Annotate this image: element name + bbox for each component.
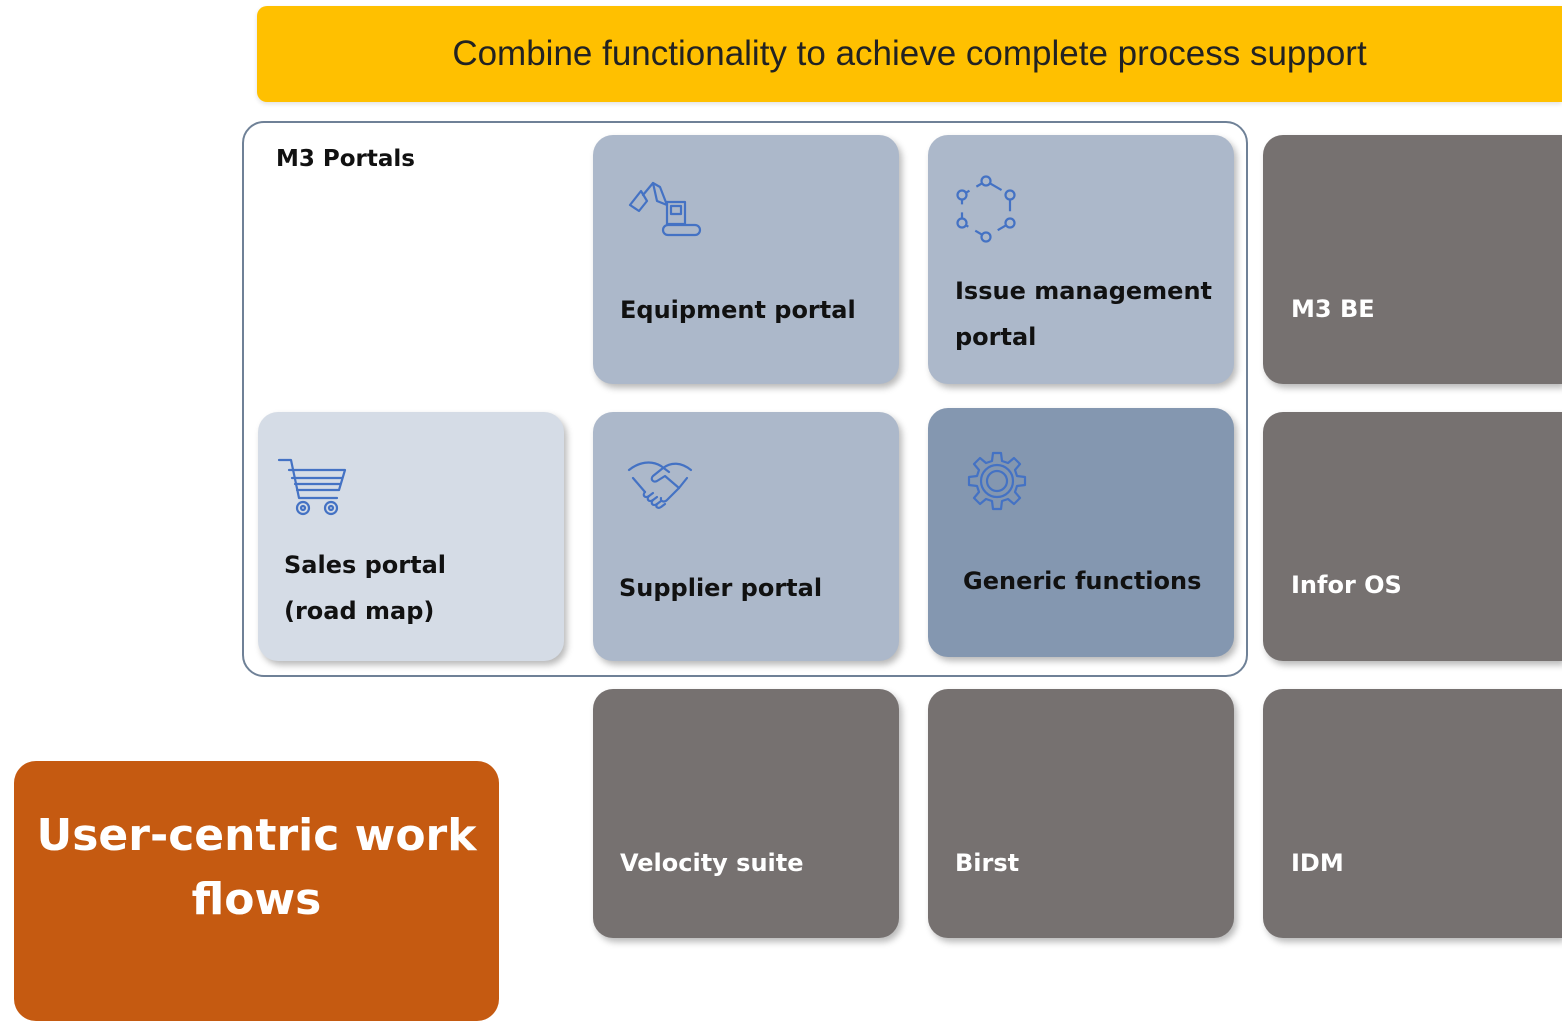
idm-label: IDM [1291,849,1344,877]
sales-portal-tile[interactable]: Sales portal (road map) [258,412,564,661]
m3-portals-group [242,121,1248,677]
user-centric-workflows-text: User-centric work flows [36,810,477,925]
supplier-portal-label: Supplier portal [619,574,823,602]
velocity-suite-label: Velocity suite [620,849,804,877]
excavator-icon [627,179,703,239]
gear-icon [964,450,1030,516]
m3-be-tile[interactable]: M3 BE [1263,135,1562,384]
birst-label: Birst [955,849,1020,877]
m3-portals-title: M3 Portals [276,146,415,172]
issue-management-portal-tile[interactable]: Issue management portal [928,135,1234,384]
handshake-icon [627,456,693,512]
sales-portal-label: Sales portal (road map) [284,551,447,625]
equipment-portal-label: Equipment portal [620,296,856,324]
velocity-suite-tile[interactable]: Velocity suite [593,689,899,938]
banner-text: Combine functionality to achieve complet… [452,34,1367,73]
process-support-banner: Combine functionality to achieve complet… [257,6,1562,102]
infor-os-label: Infor OS [1291,571,1402,599]
supplier-portal-tile[interactable]: Supplier portal [593,412,899,661]
generic-functions-tile[interactable]: Generic functions [928,408,1234,657]
idm-tile[interactable]: IDM [1263,689,1562,938]
m3-be-label: M3 BE [1291,295,1375,323]
birst-tile[interactable]: Birst [928,689,1234,938]
generic-functions-label: Generic functions [963,567,1202,595]
issue-management-portal-label: Issue management portal [955,277,1213,351]
hexagon-network-icon [954,175,1018,243]
user-centric-workflows-box: User-centric work flows [14,761,499,1021]
equipment-portal-tile[interactable]: Equipment portal [593,135,899,384]
infor-os-tile[interactable]: Infor OS [1263,412,1562,661]
shopping-cart-icon [277,456,349,520]
